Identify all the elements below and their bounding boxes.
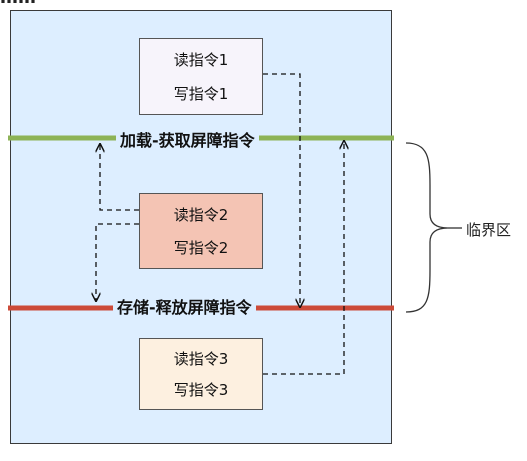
write2-move-arrow	[96, 223, 139, 300]
acquire-barrier-label: 加载-获取屏障指令	[116, 127, 259, 151]
write-instruction-3: 写指令3	[173, 381, 229, 399]
instruction-box-1: 读指令1 写指令1	[139, 38, 263, 115]
critical-section-label: 临界区	[466, 221, 512, 239]
write-instruction-2: 写指令2	[173, 239, 229, 257]
instruction-box-3: 读指令3 写指令3	[139, 338, 263, 410]
read-instruction-1: 读指令1	[173, 51, 229, 70]
header-fragment: ……	[0, 0, 36, 8]
release-barrier-label: 存储-释放屏障指令	[113, 294, 256, 318]
critical-section-brace	[405, 142, 449, 313]
write3-move-arrow	[263, 142, 344, 375]
read2-move-arrow	[100, 145, 139, 211]
instruction-box-2: 读指令2 写指令2	[139, 193, 263, 269]
write-instruction-1: 写指令1	[173, 84, 229, 103]
read1-move-arrow	[263, 73, 300, 306]
read-instruction-3: 读指令3	[173, 350, 229, 368]
read-instruction-2: 读指令2	[173, 206, 229, 224]
